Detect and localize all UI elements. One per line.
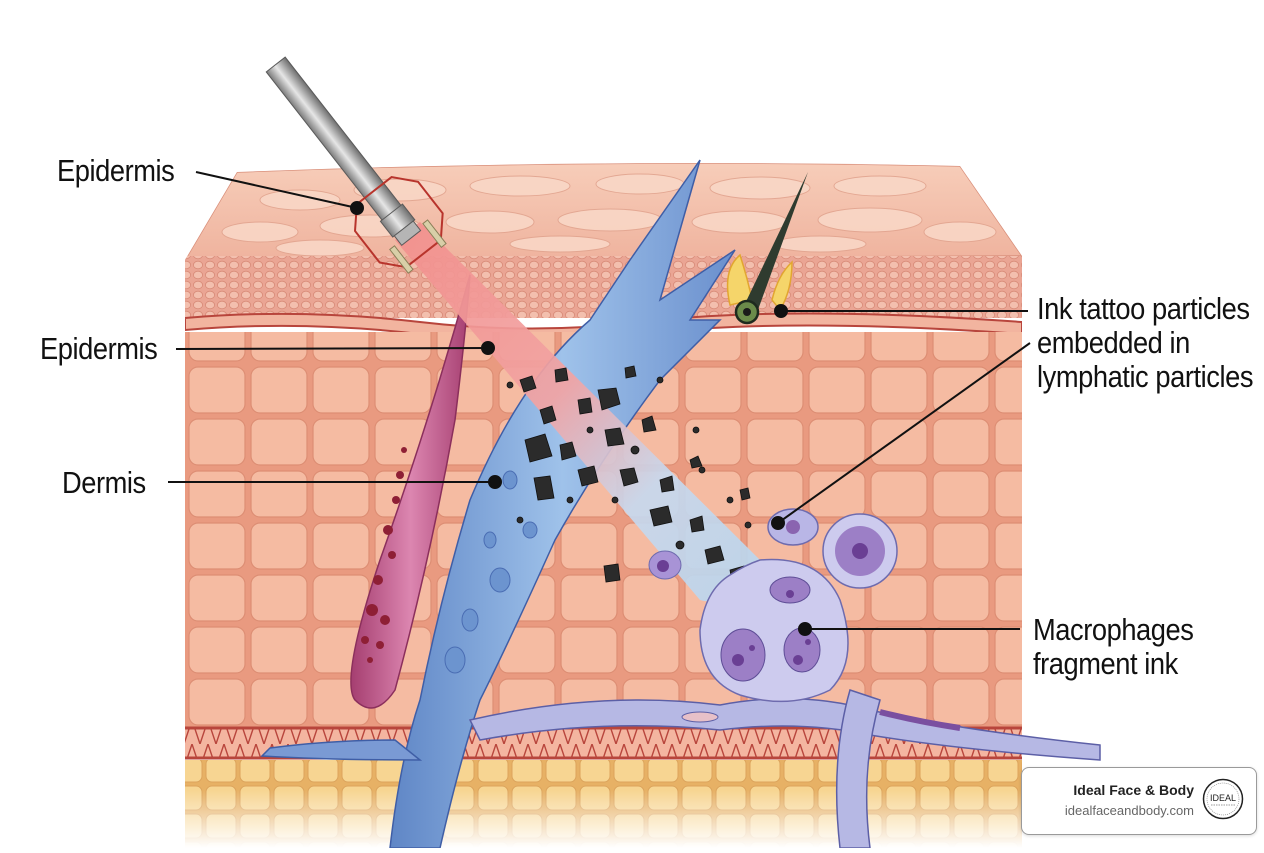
lymphatic-vessel xyxy=(260,159,736,849)
seal-logo-icon: IDEAL xyxy=(1202,778,1244,820)
seal-text: IDEAL xyxy=(1210,793,1236,803)
brand-badge: Ideal Face & Body idealfaceandbody.com I… xyxy=(1021,767,1257,835)
label-ink-particles: Ink tattoo particles embedded in lymphat… xyxy=(1037,291,1254,394)
label-epidermis-mid: Epidermis xyxy=(40,331,158,366)
brand-name: Ideal Face & Body xyxy=(1073,782,1194,798)
lymph-network xyxy=(468,689,1101,849)
label-dermis: Dermis xyxy=(62,465,146,500)
label-macrophages: Macrophages fragment ink xyxy=(1033,612,1194,681)
blood-vessel xyxy=(350,274,471,709)
macrophage-large xyxy=(699,558,849,703)
hair-follicle xyxy=(726,172,808,325)
blood-cells xyxy=(361,447,407,663)
macrophage-cells xyxy=(648,508,898,703)
laser-beam xyxy=(395,222,760,602)
brand-url: idealfaceandbody.com xyxy=(1064,803,1194,818)
leader-lines xyxy=(168,171,1031,636)
label-epidermis-top: Epidermis xyxy=(57,153,175,188)
laser-handpiece xyxy=(265,56,447,274)
